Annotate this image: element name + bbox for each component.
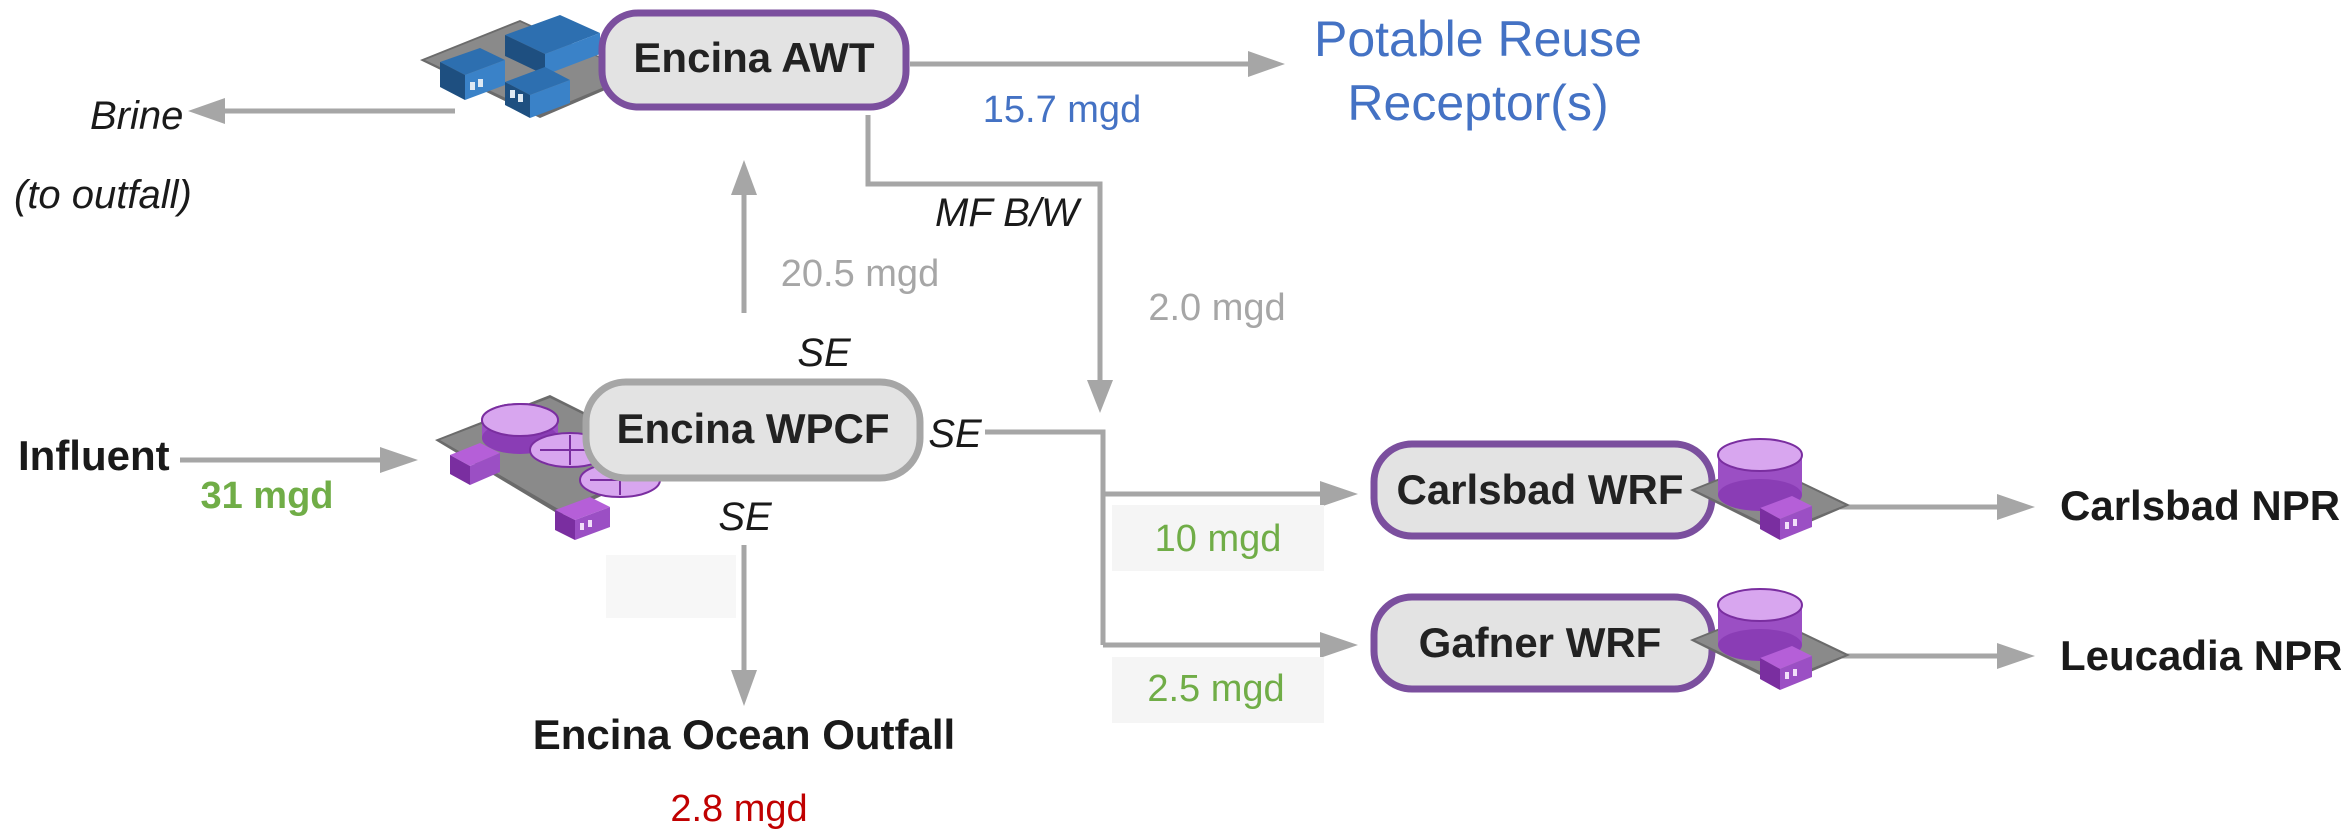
- mf-bw-flow: 2.0 mgd: [1148, 287, 1285, 329]
- se-branch-connector: [985, 429, 1106, 645]
- encina-awt-box: [598, 9, 910, 111]
- se-top-label: SE: [797, 331, 852, 375]
- treatment-plant-blue-icon: [420, 15, 640, 118]
- gafner-wrf-label: Gafner WRF: [1419, 619, 1662, 666]
- mf-bw-connector: [865, 115, 1103, 390]
- to-carlsbad-arrowhead: [1320, 481, 1358, 507]
- to-leucadia-npr-arrowhead: [1997, 643, 2035, 669]
- wpcf-to-awt-arrowhead: [731, 160, 757, 195]
- to-gafner-flow: 2.5 mgd: [1147, 668, 1284, 710]
- reclamation-plant-purple-icon: [1690, 588, 1850, 690]
- awt-to-potable-arrowhead: [1248, 51, 1285, 77]
- awt-to-potable-flow: 15.7 mgd: [983, 89, 1141, 131]
- to-outfall-label: (to outfall): [14, 173, 192, 217]
- carlsbad-npr-label: Carlsbad NPR: [2060, 482, 2340, 529]
- encina-wpcf-node: Encina WPCF: [582, 378, 924, 482]
- carlsbad-flow-backdrop: [1112, 505, 1324, 571]
- encina-wpcf-box: [582, 378, 924, 482]
- gafner-flow-backdrop: [1112, 657, 1324, 723]
- awt-to-brine-arrowhead: [188, 98, 225, 124]
- encina-awt-label: Encina AWT: [633, 34, 874, 81]
- treatment-plant-purple-icon: [435, 395, 680, 540]
- ocean-outfall-flow: 2.8 mgd: [670, 788, 807, 830]
- se-right-label: SE: [928, 412, 983, 456]
- wpcf-to-awt-flow: 20.5 mgd: [781, 253, 939, 295]
- influent-flow: 31 mgd: [200, 475, 333, 517]
- brine-label: Brine: [90, 94, 183, 138]
- to-gafner-arrowhead: [1320, 632, 1358, 658]
- mf-bw-label: MF B/W: [935, 191, 1082, 235]
- gafner-wrf-node: Gafner WRF: [1370, 593, 1716, 693]
- potable-reuse-label: Potable Reuse: [1314, 11, 1642, 67]
- carlsbad-wrf-node: Carlsbad WRF: [1370, 440, 1716, 540]
- ocean-outfall-label: Encina Ocean Outfall: [533, 711, 955, 758]
- encina-wpcf-label: Encina WPCF: [616, 405, 889, 452]
- leucadia-npr-label: Leucadia NPR: [2060, 632, 2341, 679]
- receptor-label: Receptor(s): [1347, 75, 1608, 131]
- reclamation-plant-purple-icon: [1690, 438, 1850, 540]
- influent-label: Influent: [18, 432, 170, 479]
- outfall-label-backdrop: [606, 555, 736, 618]
- connectors: [180, 51, 2035, 706]
- encina-awt-node: Encina AWT: [598, 9, 910, 111]
- to-carlsbad-npr-arrowhead: [1997, 494, 2035, 520]
- se-bottom-label: SE: [718, 495, 773, 539]
- to-carlsbad-flow: 10 mgd: [1155, 518, 1282, 560]
- mf-bw-arrowhead: [1087, 380, 1113, 413]
- outfall-arrowhead: [731, 670, 757, 706]
- carlsbad-wrf-label: Carlsbad WRF: [1396, 466, 1683, 513]
- influent-arrowhead: [380, 447, 418, 473]
